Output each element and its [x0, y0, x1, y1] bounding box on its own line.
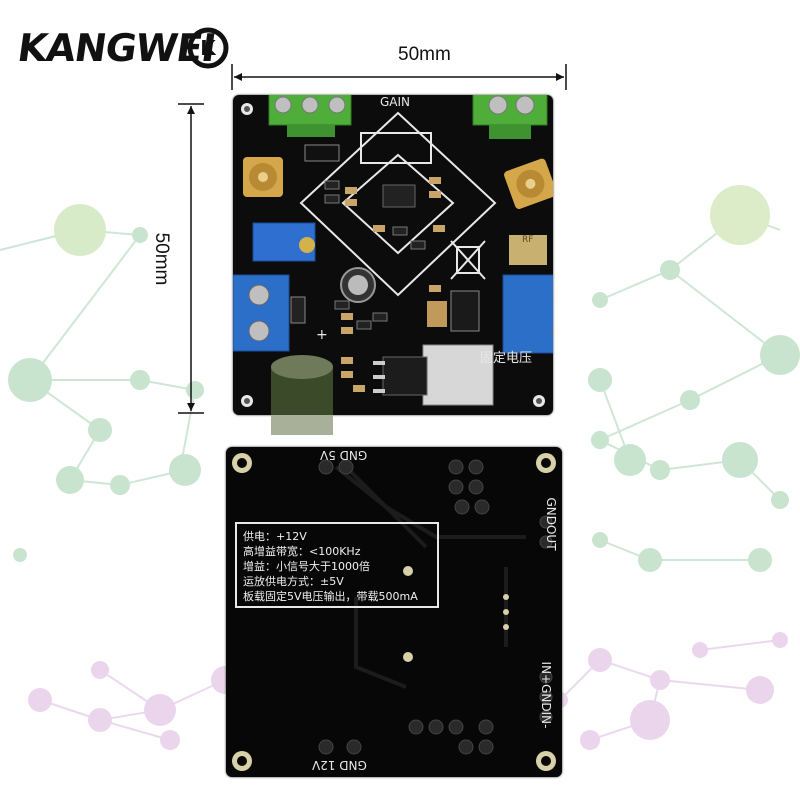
- spec-line-bandwidth: 高增益带宽：<100KHz: [243, 545, 361, 558]
- brand-logo-icon: K: [187, 27, 229, 69]
- terminal-p3: [268, 95, 352, 137]
- spec-line-gain: 增益：小信号大于1000倍: [243, 560, 370, 573]
- gain-label: GAIN: [380, 95, 411, 109]
- spec-line-onboard-5v: 板载固定5V电压输出，带载500mA: [243, 590, 418, 603]
- back-top-label: GND 5V: [320, 448, 368, 462]
- brand-logo-letters: K: [200, 36, 217, 60]
- fixed-voltage-label: 固定电压: [480, 351, 533, 366]
- spec-line-opamp-supply: 运放供电方式：±5V: [243, 575, 344, 588]
- spec-line-power: 供电：+12V: [243, 530, 307, 543]
- plus-label: +: [316, 327, 328, 343]
- width-dimension-line: [231, 64, 567, 90]
- back-right-top-label: GNDOUT: [544, 497, 558, 551]
- width-dimension-label: 50mm: [398, 44, 451, 65]
- spec-box: 供电：+12V 高增益带宽：<100KHz 增益：小信号大于1000倍 运放供电…: [235, 522, 439, 608]
- height-dimension-line: [178, 103, 204, 414]
- height-dimension-label: 50mm: [151, 232, 172, 286]
- back-right-bottom-label: IN+GNDIN-: [539, 661, 553, 729]
- back-bottom-label: GND 12V: [312, 758, 367, 772]
- front-board-components: [233, 95, 553, 435]
- back-board-traces: [232, 453, 556, 771]
- rf-label: RF: [522, 235, 534, 245]
